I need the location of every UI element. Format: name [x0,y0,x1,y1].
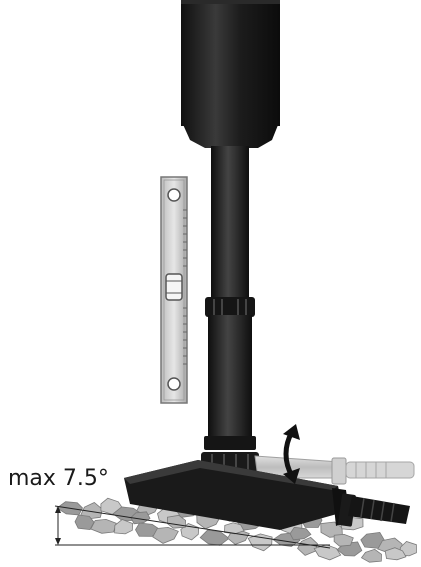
gravel-stone [90,518,117,534]
gravel-stone [313,544,342,561]
spirit-level-icon [160,176,188,404]
gravel-stone [224,522,245,535]
telescopic-collar [205,297,255,317]
gravel-stone [297,536,318,556]
gravel-stone [289,526,312,541]
lower-stem [208,315,252,440]
gravel-stone [333,533,354,547]
upper-stem [211,146,249,301]
tilt-measure-icon [54,505,331,549]
gravel-stone [384,547,407,561]
gravel-stone [74,514,95,531]
max-angle-label: max 7.5° [8,466,109,491]
adjust-arrow-icon [283,424,300,484]
hose-ghost [254,455,415,485]
nozzle-cap [181,0,280,148]
gravel-stone [152,526,179,544]
gravel-stone [360,548,382,563]
gravel-stone [114,519,134,535]
outlet-hose [338,493,410,527]
